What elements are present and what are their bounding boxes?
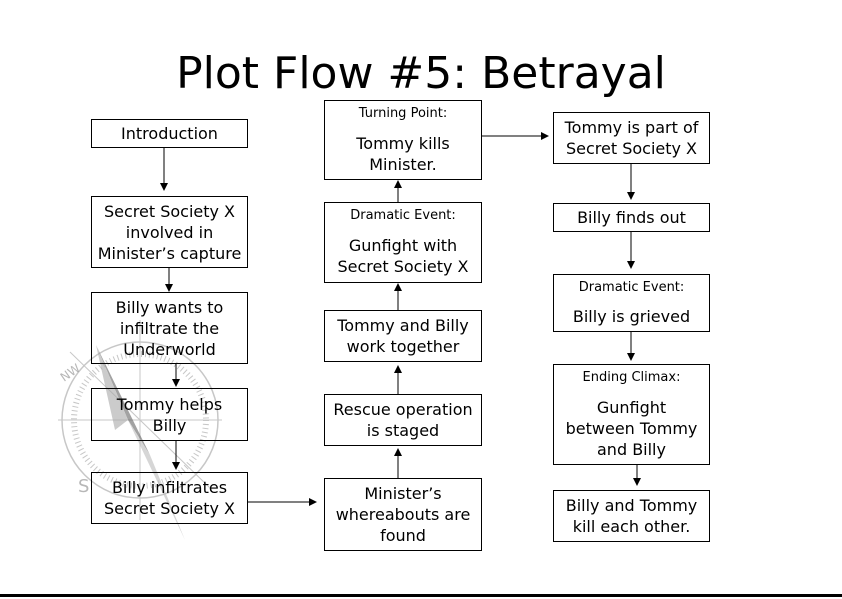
node-label: Dramatic Event: xyxy=(350,208,456,223)
node-kill-each-other: Billy and Tommy kill each other. xyxy=(553,490,710,542)
node-label: Turning Point: xyxy=(358,106,448,121)
node-text: Billy infiltrates Secret Society X xyxy=(103,478,236,518)
node-secret-society-capture: Secret Society X involved in Minister’s … xyxy=(91,196,248,268)
node-billy-infiltrates: Billy infiltrates Secret Society X xyxy=(91,472,248,524)
node-tommy-billy-together: Tommy and Billy work together xyxy=(324,310,482,362)
node-text: Billy finds out xyxy=(577,208,686,227)
node-text: Secret Society X involved in Minister’s … xyxy=(97,201,242,263)
node-text: Billy wants to infiltrate the Underworld xyxy=(115,297,224,359)
node-tommy-helps-billy: Tommy helps Billy xyxy=(91,388,248,441)
node-label: Dramatic Event: xyxy=(578,280,685,295)
node-text: Billy and Tommy kill each other. xyxy=(565,496,698,536)
node-ending-climax: Ending Climax: Gunfight between Tommy an… xyxy=(553,364,710,465)
node-label: Ending Climax: xyxy=(582,370,681,385)
node-text: Gunfight with Secret Society X xyxy=(337,236,469,276)
node-text: Minister’s whereabouts are found xyxy=(335,484,471,545)
node-text: Gunfight between Tommy and Billy xyxy=(565,397,698,459)
node-text: Tommy is part of Secret Society X xyxy=(564,118,699,158)
node-text: Tommy and Billy work together xyxy=(337,316,469,356)
node-text: Introduction xyxy=(121,124,218,143)
node-turning-point: Turning Point: Tommy kills Minister. xyxy=(324,100,482,180)
node-text: Rescue operation is staged xyxy=(333,400,473,440)
node-text: Tommy helps Billy xyxy=(116,394,223,435)
node-rescue-operation: Rescue operation is staged xyxy=(324,394,482,446)
bottom-rule xyxy=(0,594,842,597)
node-dramatic-billy-grieved: Dramatic Event: Billy is grieved xyxy=(553,274,710,332)
node-billy-finds-out: Billy finds out xyxy=(553,203,710,232)
node-text: Tommy kills Minister. xyxy=(356,133,450,174)
node-tommy-part-of-society: Tommy is part of Secret Society X xyxy=(553,112,710,164)
node-minister-whereabouts: Minister’s whereabouts are found xyxy=(324,478,482,551)
diagram-title: Plot Flow #5: Betrayal xyxy=(176,48,666,99)
node-introduction: Introduction xyxy=(91,119,248,148)
node-billy-wants-infiltrate: Billy wants to infiltrate the Underworld xyxy=(91,292,248,364)
node-text: Billy is grieved xyxy=(572,307,691,326)
node-dramatic-gunfight-society: Dramatic Event: Gunfight with Secret Soc… xyxy=(324,202,482,283)
svg-text:S: S xyxy=(78,476,89,497)
